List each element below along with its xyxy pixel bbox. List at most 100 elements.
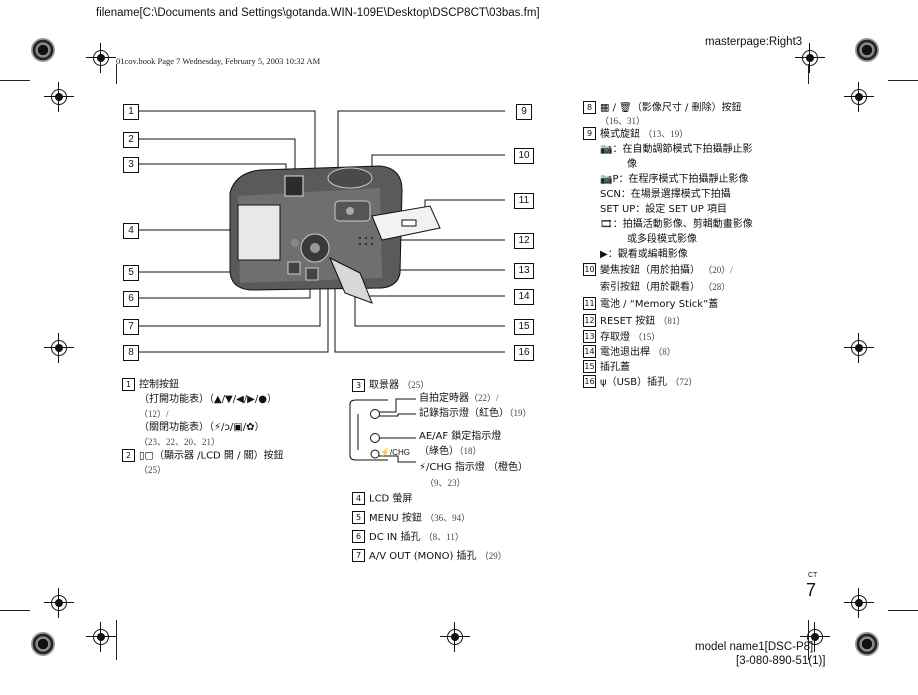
item-number: 1 — [122, 378, 135, 391]
callout-10: 10 — [514, 148, 534, 164]
item-number: 9 — [583, 127, 596, 140]
crosshair-icon — [844, 333, 874, 363]
crosshair-icon — [44, 333, 74, 363]
item-label: RESET 按鈕 — [600, 315, 656, 327]
item-ref: （15） — [633, 331, 661, 342]
crosshair-icon — [795, 43, 825, 73]
callout-13: 13 — [514, 263, 534, 279]
item-number: 10 — [583, 263, 596, 276]
viewfinder-line-2: 記錄指示燈（紅色）（19） — [419, 408, 532, 419]
item-number: 2 — [122, 448, 135, 462]
callout-5: 5 — [123, 265, 139, 281]
model-code: [3-080-890-51(1)] — [736, 655, 826, 667]
item-ref: （25） — [402, 380, 430, 390]
crop-line — [808, 64, 809, 84]
camera-body-drawing — [229, 165, 441, 304]
item-number: 4 — [352, 492, 365, 505]
crosshair-icon — [86, 622, 116, 652]
callout-6: 6 — [123, 291, 139, 307]
registration-mark-icon — [855, 38, 879, 62]
item-label: 電池退出桿 — [600, 346, 650, 358]
viewfinder-line-5-ref: （9、23） — [425, 478, 466, 488]
masterpage-label: masterpage:Right3 — [705, 36, 803, 48]
item-number: 5 — [352, 511, 365, 524]
registration-mark-icon — [855, 632, 879, 656]
chg-label: ⚡/CHG — [380, 448, 410, 457]
page-number: 7 — [806, 580, 817, 600]
mode-line: SCN：在場景選擇模式下拍攝 — [600, 188, 731, 200]
leader-line-9 — [337, 110, 505, 173]
item-label: A/V OUT (MONO) 插孔 — [369, 550, 477, 562]
ct-label: CT — [808, 572, 818, 579]
mode-dial-drawing — [327, 167, 373, 189]
item-ref: （8） — [653, 346, 676, 357]
viewfinder-line-4: （綠色）（18） — [419, 446, 482, 457]
leader-line-15 — [354, 283, 505, 327]
callout-12: 12 — [514, 233, 534, 249]
model-name: model name1[DSC-P8] — [695, 641, 814, 653]
movie-icon: 🎞 — [600, 218, 613, 230]
crop-line — [0, 80, 30, 81]
item-ref: （28） — [703, 281, 731, 292]
leader-line-16 — [334, 283, 505, 353]
lcd-screen-drawing — [237, 204, 281, 261]
item-number: 6 — [352, 530, 365, 543]
camera-program-icon: 📷P — [600, 173, 619, 185]
crosshair-icon — [44, 588, 74, 618]
item-label: 模式旋鈕 — [600, 128, 640, 140]
item-ref: （8、11） — [423, 531, 464, 542]
leader-line-1 — [138, 110, 316, 173]
registration-mark-icon — [31, 632, 55, 656]
item-label: 電池 / “Memory Stick”蓋 — [600, 298, 719, 310]
crosshair-icon — [844, 82, 874, 112]
item-number: 13 — [583, 330, 596, 343]
item-label: 索引按鈕（用於觀看） — [600, 281, 700, 293]
item-number: 16 — [583, 375, 596, 388]
item-number: 3 — [352, 378, 365, 392]
item-label: MENU 按鈕 — [369, 512, 422, 524]
item-ref: （13、19） — [643, 128, 689, 139]
callout-16: 16 — [514, 345, 534, 361]
item-number: 14 — [583, 345, 596, 358]
item-ref: （16、31） — [600, 115, 646, 126]
item-line: （打開功能表）（▲/▼/◀/▶/●） — [139, 393, 277, 405]
item-ref: （36、94） — [425, 512, 471, 523]
callout-8: 8 — [123, 345, 139, 361]
item-number: 12 — [583, 314, 596, 327]
mode-line: SET UP：設定 SET UP 項目 — [600, 203, 727, 215]
item-label: 變焦按鈕（用於拍攝） — [600, 264, 700, 276]
crosshair-icon — [844, 588, 874, 618]
item-ref: （72） — [670, 376, 698, 387]
mode-line: 或多段模式影像 — [627, 233, 697, 245]
callout-11: 11 — [514, 193, 534, 209]
viewfinder-line-1: 自拍定時器（22）/ — [419, 393, 499, 404]
item-label: 插孔蓋 — [600, 361, 630, 373]
crosshair-icon — [44, 82, 74, 112]
leader-line-11 — [424, 199, 505, 218]
leader-line-8 — [138, 278, 329, 353]
callout-7: 7 — [123, 319, 139, 335]
mode-line: 像 — [627, 158, 637, 170]
item-label: 存取燈 — [600, 331, 630, 343]
item-ref: （20）/ — [703, 264, 733, 275]
mode-line: 📷P：在程序模式下拍攝靜止影像 — [600, 173, 749, 185]
registration-mark-icon — [31, 38, 55, 62]
item-ref: （29） — [479, 550, 507, 561]
item-label: DC IN 插孔 — [369, 531, 421, 543]
item-label: 控制按鈕 — [139, 379, 179, 391]
viewfinder-line-3: AE/AF 鎖定指示燈 — [419, 431, 502, 442]
callout-4: 4 — [123, 223, 139, 239]
item-ref: （25） — [139, 465, 167, 475]
leader-line-12 — [391, 238, 505, 241]
camera-diagram — [138, 110, 505, 353]
item-number: 7 — [352, 549, 365, 562]
item-label: ▯▢（顯示器 /LCD 開 / 關）按鈕 — [139, 450, 284, 461]
crop-line — [808, 620, 809, 660]
crosshair-icon — [800, 622, 830, 652]
item-label: ψ（USB）插孔 — [600, 376, 668, 388]
item-number: 8 — [583, 101, 596, 114]
item-ref: （23、22、20、21） — [139, 436, 221, 447]
